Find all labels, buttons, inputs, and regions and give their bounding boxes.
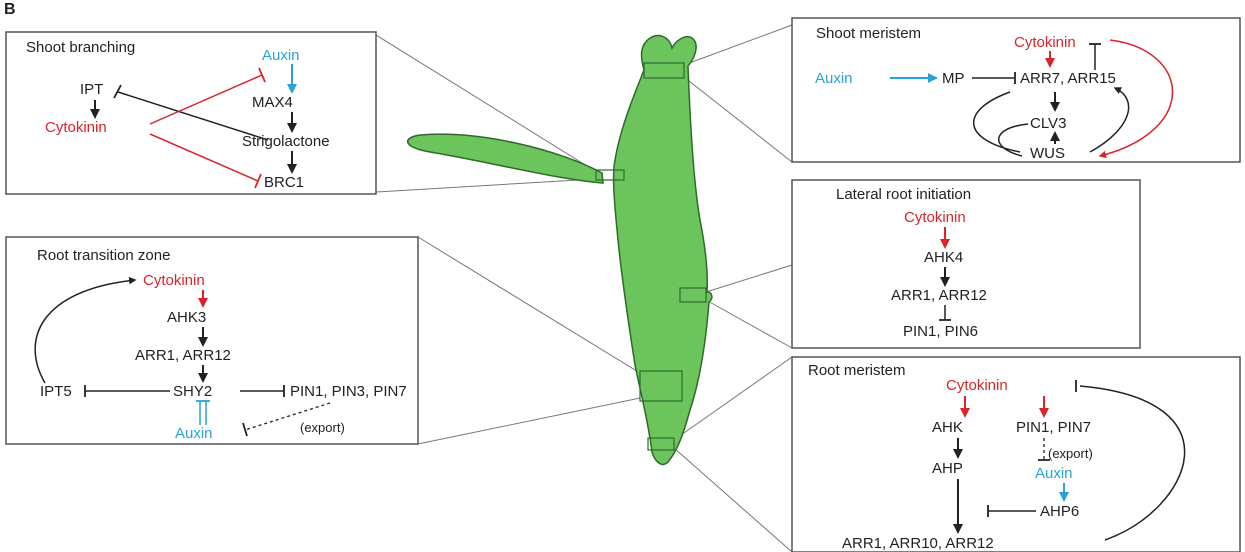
rtz-shy2: SHY2 — [173, 383, 212, 400]
rm-cytokinin: Cytokinin — [946, 377, 1008, 394]
sb-brc1: BRC1 — [264, 174, 304, 191]
rm-title: Root meristem — [808, 362, 906, 379]
rtz-export: (export) — [300, 420, 345, 435]
rtz-pins: PIN1, PIN3, PIN7 — [290, 383, 407, 400]
lr-ahk4: AHK4 — [924, 249, 963, 266]
rtz-ahk3: AHK3 — [167, 309, 206, 326]
shoot-meristem-panel: Shoot meristem Cytokinin Auxin MP ARR7, … — [792, 18, 1240, 162]
rm-ahp: AHP — [932, 460, 963, 477]
panel-label: B — [4, 1, 16, 18]
plant-silhouette — [408, 36, 712, 465]
lateral-root-panel: Lateral root initiation Cytokinin AHK4 A… — [792, 180, 1140, 348]
root-transition-box — [6, 237, 418, 444]
rm-ahk: AHK — [932, 419, 963, 436]
sm-arr: ARR7, ARR15 — [1020, 70, 1116, 87]
sm-mp: MP — [942, 70, 965, 87]
leaf — [408, 134, 603, 183]
sb-cytokinin: Cytokinin — [45, 119, 107, 136]
root-meristem-box — [792, 357, 1240, 552]
sm-auxin: Auxin — [815, 70, 853, 87]
lr-arr: ARR1, ARR12 — [891, 287, 987, 304]
lr-cytokinin: Cytokinin — [904, 209, 966, 226]
rtz-auxin: Auxin — [175, 425, 213, 442]
rm-export: (export) — [1048, 446, 1093, 461]
sb-auxin: Auxin — [262, 47, 300, 64]
rtz-cytokinin: Cytokinin — [143, 272, 205, 289]
rm-pins: PIN1, PIN7 — [1016, 419, 1091, 436]
shoot-branching-box — [6, 32, 376, 194]
rm-arrs: ARR1, ARR10, ARR12 — [842, 535, 994, 552]
lr-pins: PIN1, PIN6 — [903, 323, 978, 340]
rm-ahp6: AHP6 — [1040, 503, 1079, 520]
rtz-arr: ARR1, ARR12 — [135, 347, 231, 364]
lateral-root-title: Lateral root initiation — [836, 186, 971, 203]
sm-wus: WUS — [1030, 145, 1065, 162]
rtz-ipt5: IPT5 — [40, 383, 72, 400]
root-transition-panel: Root transition zone Cytokinin AHK3 ARR1… — [6, 237, 418, 444]
sm-clv3: CLV3 — [1030, 115, 1066, 132]
shoot-meristem-title: Shoot meristem — [816, 25, 921, 42]
shoot-branching-title: Shoot branching — [26, 39, 135, 56]
root-meristem-panel: Root meristem Cytokinin AHK PIN1, PIN7 (… — [792, 357, 1240, 552]
zoom-guide-lines — [376, 25, 792, 552]
rm-auxin: Auxin — [1035, 465, 1073, 482]
shoot-branching-panel: Shoot branching IPT Cytokinin Auxin MAX4… — [6, 32, 376, 194]
sb-ipt: IPT — [80, 81, 103, 98]
sm-cytokinin: Cytokinin — [1014, 34, 1076, 51]
rtz-title: Root transition zone — [37, 247, 170, 264]
sb-max4: MAX4 — [252, 94, 293, 111]
